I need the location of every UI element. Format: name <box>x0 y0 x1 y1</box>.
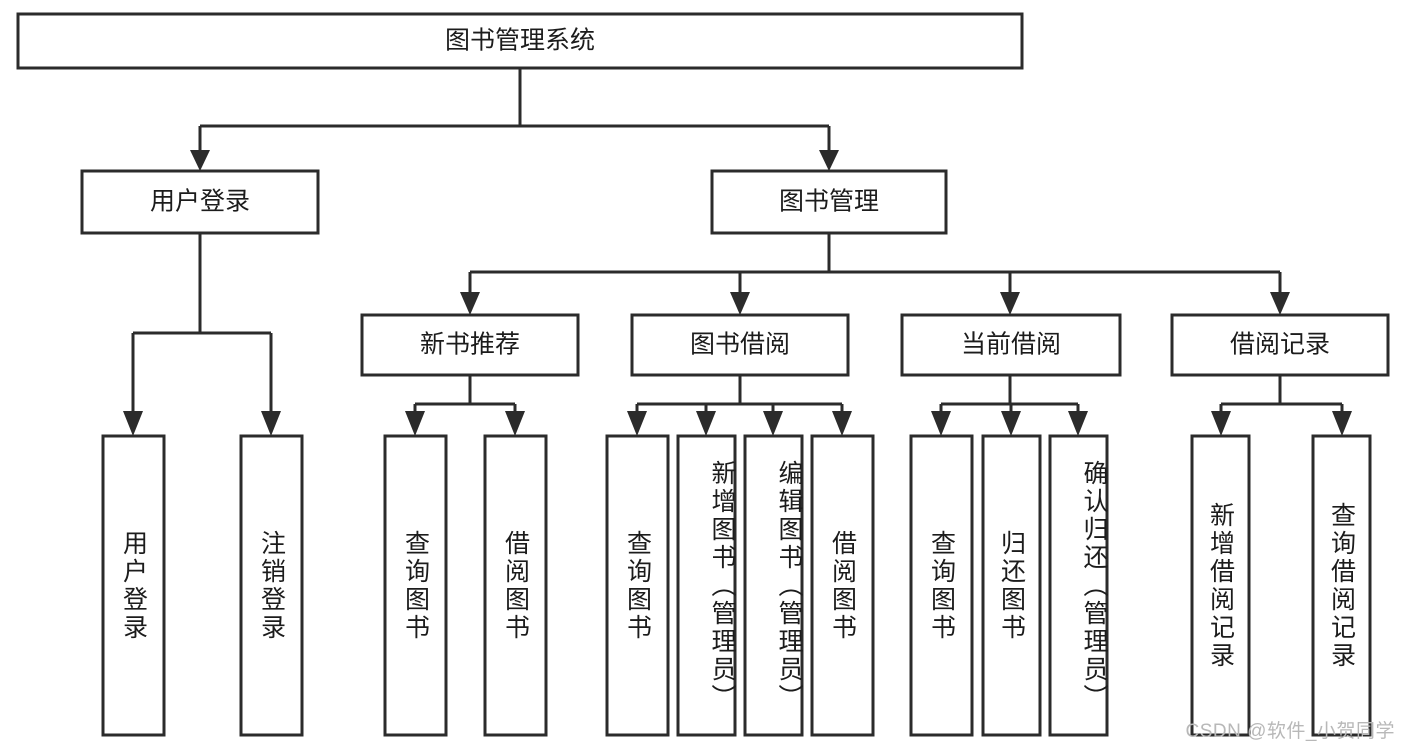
node-root[interactable] <box>16 12 1024 70</box>
arrow-to-leaf-user-login <box>123 411 143 436</box>
csdn-watermark: CSDN @软件_小贺同学 <box>1185 721 1395 742</box>
node-leaf-edit-book[interactable] <box>743 434 804 737</box>
node-book-borrow-label: 图书借阅 <box>690 331 790 359</box>
node-root-label: 图书管理系统 <box>445 27 595 55</box>
node-borrow-record-label: 借阅记录 <box>1230 331 1330 359</box>
arrow-to-leaf-query-book-recommend <box>405 411 425 436</box>
node-current-borrow[interactable] <box>900 313 1122 377</box>
arrow-to-leaf-query-book-current <box>931 411 951 436</box>
arrow-to-leaf-add-book <box>696 411 716 436</box>
arrow-to-leaf-return-book <box>1001 411 1021 436</box>
connector-layer <box>123 68 1352 436</box>
arrow-to-user-login <box>190 150 210 171</box>
node-new-book-recommend[interactable] <box>360 313 580 377</box>
node-leaf-query-book-current[interactable] <box>909 434 974 737</box>
node-book-management-label: 图书管理 <box>779 188 879 216</box>
node-user-login[interactable] <box>80 169 320 235</box>
node-leaf-user-login[interactable] <box>101 434 166 737</box>
arrow-to-leaf-query-book-borrow <box>627 411 647 436</box>
node-book-management[interactable] <box>710 169 948 235</box>
node-current-borrow-label: 当前借阅 <box>961 331 1061 359</box>
node-leaf-return-book[interactable] <box>981 434 1042 737</box>
arrow-to-leaf-borrow-book <box>832 411 852 436</box>
node-borrow-record[interactable] <box>1170 313 1390 377</box>
arrow-to-book-management <box>819 150 839 171</box>
arrow-to-leaf-edit-book <box>763 411 783 436</box>
arrow-to-leaf-add-borrow-record <box>1211 411 1231 436</box>
node-leaf-add-book[interactable] <box>676 434 737 737</box>
node-leaf-borrow-book-recommend[interactable] <box>483 434 548 737</box>
node-leaf-borrow-book[interactable] <box>810 434 875 737</box>
node-new-book-recommend-label: 新书推荐 <box>420 331 520 359</box>
arrow-to-new-book-recommend <box>460 292 480 315</box>
node-leaf-query-borrow-record[interactable] <box>1311 434 1372 737</box>
arrow-to-leaf-logout <box>261 411 281 436</box>
node-user-login-label: 用户登录 <box>150 188 250 216</box>
node-leaf-logout[interactable] <box>239 434 304 737</box>
arrow-to-borrow-record <box>1270 292 1290 315</box>
node-leaf-query-book-borrow[interactable] <box>605 434 670 737</box>
arrow-to-leaf-query-borrow-record <box>1332 411 1352 436</box>
arrow-to-current-borrow <box>1000 292 1020 315</box>
node-leaf-add-borrow-record[interactable] <box>1190 434 1251 737</box>
node-book-borrow[interactable] <box>630 313 850 377</box>
arrow-to-book-borrow <box>730 292 750 315</box>
node-layer: 图书管理系统 用户登录 图书管理 新书推荐 图书借阅 当前借阅 借阅记录 <box>16 12 1390 737</box>
arrow-to-leaf-confirm-return <box>1068 411 1088 436</box>
node-leaf-confirm-return[interactable] <box>1048 434 1109 737</box>
arrow-to-leaf-borrow-book-recommend <box>505 411 525 436</box>
node-leaf-query-book-recommend[interactable] <box>383 434 448 737</box>
